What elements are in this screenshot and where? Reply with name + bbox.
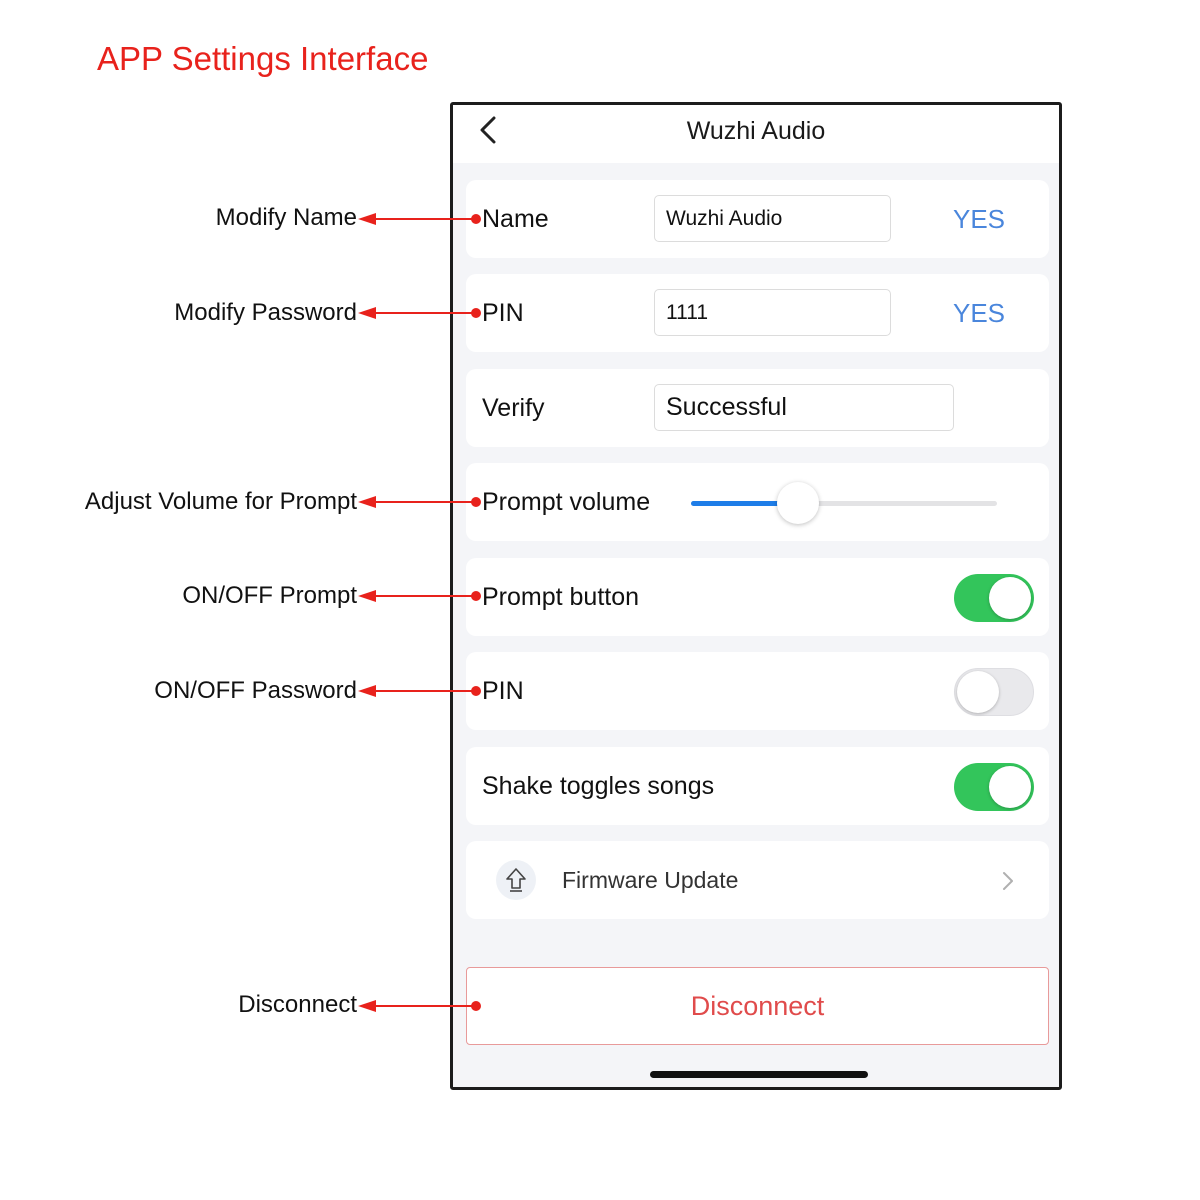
slider-track [691,501,997,506]
chevron-right-icon [1003,872,1013,890]
upload-arrow-icon [496,860,536,900]
verify-row: Verify Successful [466,369,1049,447]
pin-toggle[interactable] [954,668,1034,716]
annotation-disconnect: Disconnect [238,991,357,1018]
annotation-onoff-password: ON/OFF Password [154,677,357,704]
annotation-adjust-volume: Adjust Volume for Prompt [84,488,357,515]
toggle-knob [989,766,1031,808]
prompt-button-label: Prompt button [482,583,640,611]
shake-label: Shake toggles songs [482,772,715,800]
shake-toggle[interactable] [954,763,1034,811]
disconnect-button[interactable]: Disconnect [466,967,1049,1045]
toggle-knob [957,671,999,713]
page-title: APP Settings Interface [97,40,429,77]
slider-fill [691,501,799,506]
verify-field: Successful [654,384,954,431]
name-label: Name [482,205,549,233]
pin-toggle-label: PIN [482,677,524,705]
nav-bar: Wuzhi Audio [453,105,1059,163]
home-indicator [650,1071,868,1078]
prompt-volume-label: Prompt volume [482,488,651,516]
nav-title: Wuzhi Audio [686,117,826,145]
annotation-modify-name: Modify Name [215,204,357,231]
prompt-toggle[interactable] [954,574,1034,622]
slider-thumb[interactable] [777,482,820,524]
firmware-update-label: Firmware Update [562,867,739,893]
firmware-update-row[interactable]: Firmware Update [466,841,1049,919]
pin-toggle-row: PIN [466,652,1049,730]
phone-screen: Wuzhi Audio Name Wuzhi Audio YES PIN 111… [450,102,1062,1090]
shake-row: Shake toggles songs [466,747,1049,825]
prompt-volume-row: Prompt volume [466,463,1049,541]
chevron-left-icon[interactable] [477,115,499,145]
name-input[interactable]: Wuzhi Audio [654,195,891,242]
toggle-knob [989,577,1031,619]
verify-label: Verify [482,394,545,422]
annotation-modify-password: Modify Password [174,299,357,326]
pin-confirm-button[interactable]: YES [953,298,1006,328]
annotation-onoff-prompt: ON/OFF Prompt [182,582,357,609]
pin-row: PIN 1111 YES [466,274,1049,352]
prompt-button-row: Prompt button [466,558,1049,636]
name-confirm-button[interactable]: YES [953,204,1006,234]
pin-input[interactable]: 1111 [654,289,891,336]
name-row: Name Wuzhi Audio YES [466,180,1049,258]
pin-label: PIN [482,299,524,327]
prompt-volume-slider[interactable] [691,482,997,524]
